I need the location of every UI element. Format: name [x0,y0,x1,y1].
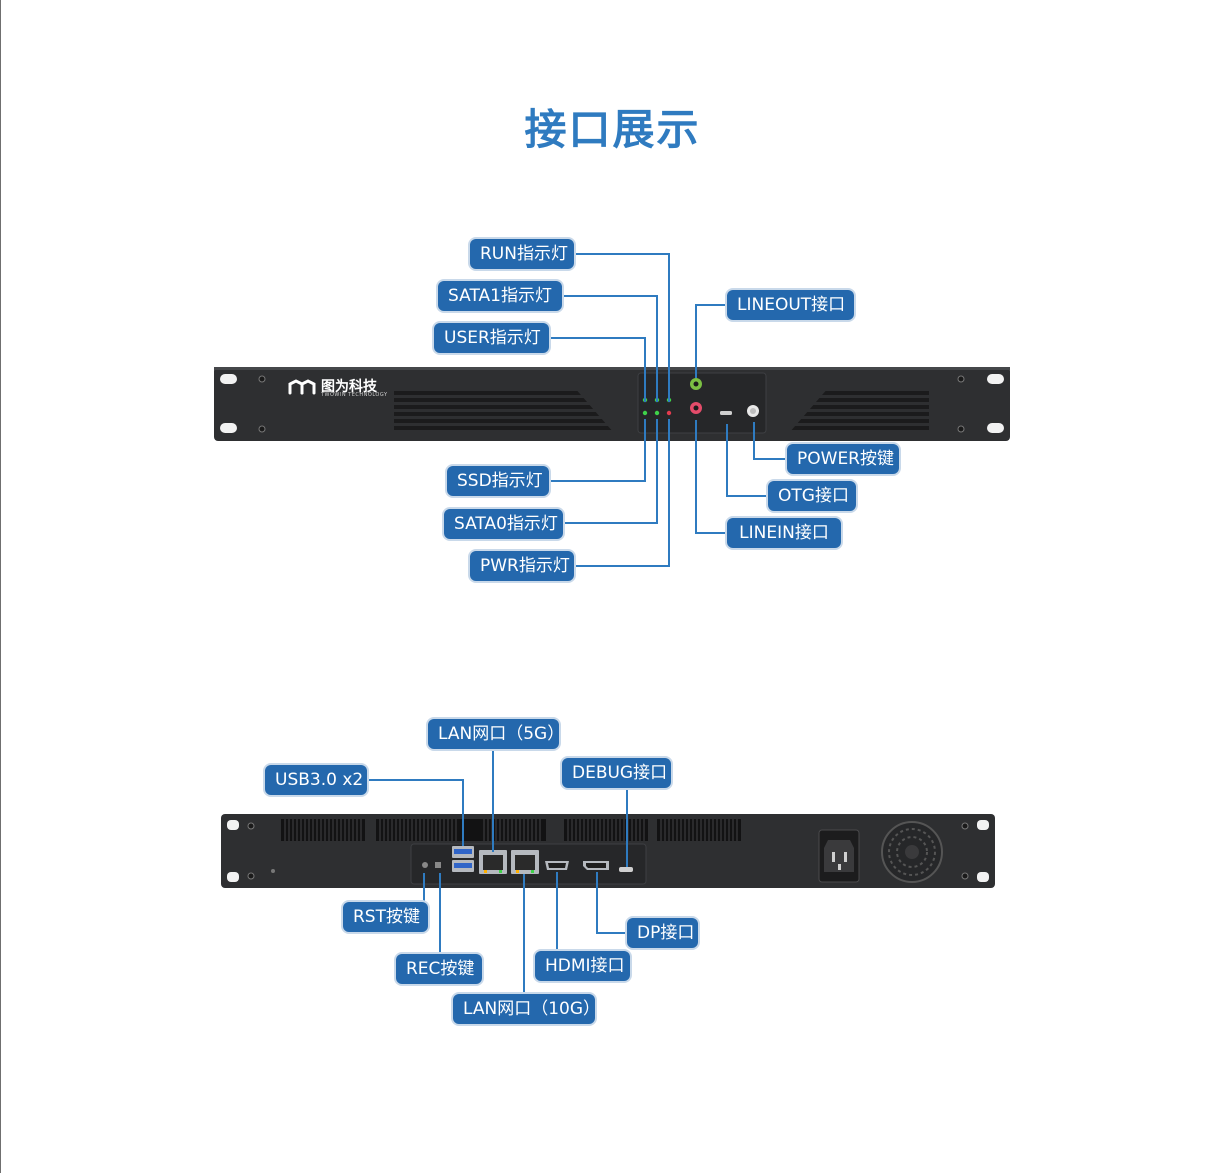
rear-panel-device [221,814,995,888]
left-edge-line [0,0,1,1173]
brand-logo-icon [288,379,316,395]
label-hdmi-port: HDMI接口 [535,951,630,981]
label-dp-port: DP接口 [627,918,698,948]
label-rec-button: REC按键 [396,954,482,984]
brand-subtitle: TWOWIN TECHNOLOGY [321,392,388,398]
brand-name: 图为科技 [321,379,377,395]
label-sata0-led: SATA0指示灯 [444,509,563,539]
label-pwr-led: PWR指示灯 [470,551,574,581]
label-lineout-port: LINEOUT接口 [727,290,854,320]
label-otg-port: OTG接口 [768,481,856,511]
label-rst-button: RST按键 [343,902,428,932]
page-title: 接口展示 [524,105,701,154]
label-power-button: POWER按键 [787,444,899,474]
front-panel-device [214,367,1010,441]
label-lan-10g-port: LAN网口（10G） [453,994,600,1024]
label-user-led: USER指示灯 [434,323,549,353]
label-lan-5g-port: LAN网口（5G） [428,719,564,749]
label-linein-port: LINEIN接口 [727,518,841,548]
label-sata1-led: SATA1指示灯 [438,281,562,311]
label-debug-port: DEBUG接口 [562,758,671,788]
label-usb3-ports: USB3.0 x2 [265,765,367,795]
label-run-led: RUN指示灯 [470,239,574,269]
label-ssd-led: SSD指示灯 [447,466,549,496]
